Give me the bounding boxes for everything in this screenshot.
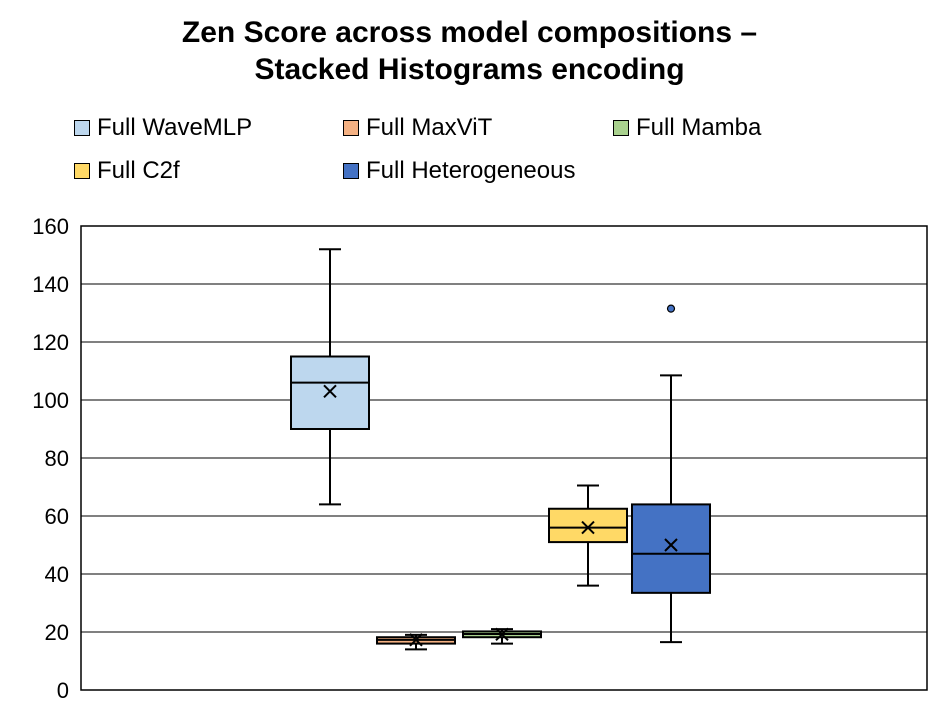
y-tick-label-0: 0 [57,678,69,703]
mean-marker-full-maxvit [409,633,423,647]
box-full-wavemlp [290,248,370,506]
legend-swatch-mamba [613,120,629,136]
box-full-c2f [548,484,628,587]
legend-item-heterogeneous: Full Heterogeneous [343,156,575,186]
iqr-box-full-wavemlp [290,355,370,430]
y-tick-label-120: 120 [32,330,69,355]
legend-swatch-c2f [74,163,90,179]
legend-item-mamba: Full Mamba [613,113,761,143]
legend-label-heterogeneous: Full Heterogeneous [366,157,576,184]
mean-marker-full-mamba [495,627,509,642]
box-full-maxvit [376,633,456,651]
outlier-point-full-heterogeneous-0 [666,304,676,313]
legend-item-wavemlp: Full WaveMLP [74,113,252,143]
legend-label-maxvit: Full MaxViT [366,114,493,141]
plot-frame [80,225,928,691]
legend-label-mamba: Full Mamba [636,114,762,141]
legend-swatch-maxvit [343,120,359,136]
mean-marker-full-heterogeneous [664,538,678,552]
legend-swatch-wavemlp [74,120,90,136]
y-tick-label-160: 160 [32,214,69,239]
iqr-box-full-c2f [548,507,628,544]
legend-item-maxvit: Full MaxViT [343,113,492,143]
mean-marker-full-c2f [581,520,595,535]
legend-swatch-heterogeneous [343,163,359,179]
y-tick-label-100: 100 [32,388,69,413]
mean-marker-full-wavemlp [323,384,337,399]
legend-label-c2f: Full C2f [97,157,180,184]
box-full-heterogeneous [631,304,711,644]
y-tick-label-40: 40 [45,562,69,587]
y-tick-label-80: 80 [45,446,69,471]
legend-label-wavemlp: Full WaveMLP [97,114,253,141]
legend-item-c2f: Full C2f [74,156,180,186]
chart-legend: Full WaveMLP Full MaxViT Full Mamba Full… [74,113,914,193]
chart-title-line-2: Stacked Histograms encoding [254,53,685,86]
iqr-box-full-heterogeneous [631,503,711,594]
y-tick-label-140: 140 [32,272,69,297]
y-tick-label-20: 20 [45,620,69,645]
chart-title-line-1: Zen Score across model compositions – [181,16,758,49]
chart-title: Zen Score across model compositions – St… [0,14,939,88]
y-tick-label-60: 60 [45,504,69,529]
box-full-mamba [462,627,542,645]
